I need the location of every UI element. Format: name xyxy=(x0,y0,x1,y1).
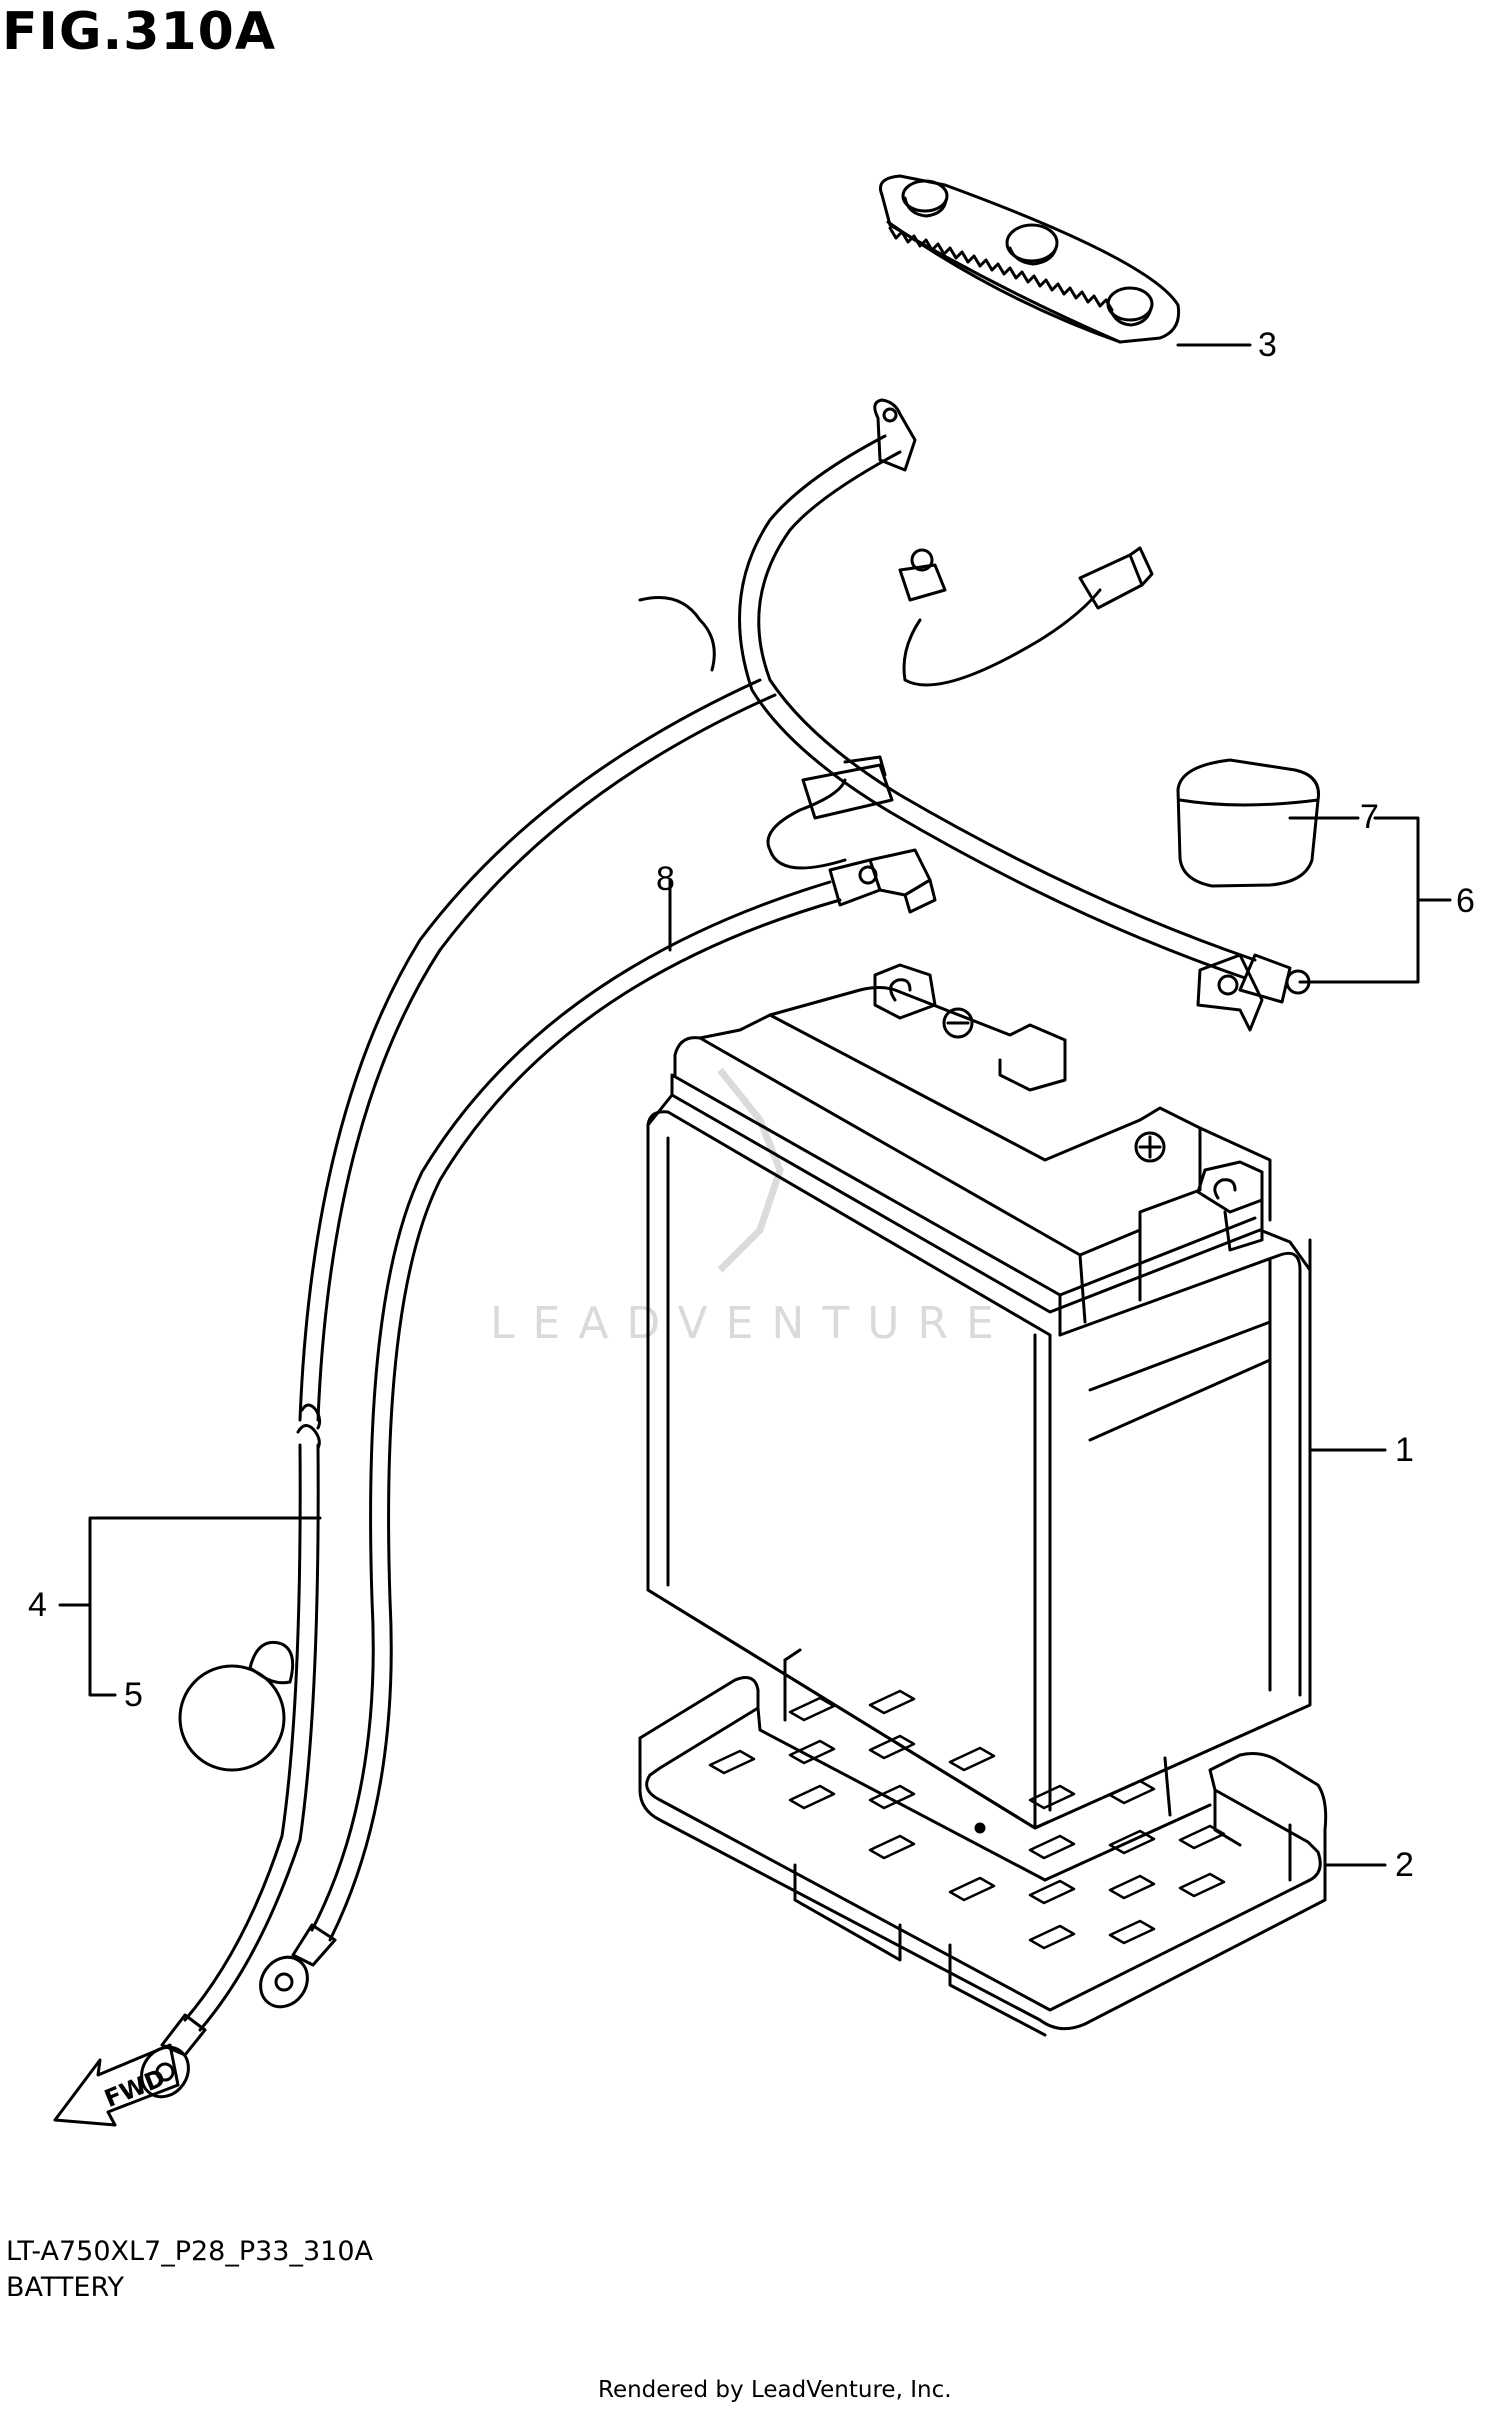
battery-cable-part-4 xyxy=(140,546,1154,2099)
callout-5[interactable]: 5 xyxy=(124,1676,143,1714)
section-title: BATTERY xyxy=(6,2272,124,2303)
callout-2[interactable]: 2 xyxy=(1395,1846,1414,1884)
battery-tray-part-2 xyxy=(638,1648,1328,2037)
terminal-boot-part-7 xyxy=(1176,758,1321,888)
leadventure-watermark: LEADVENTURE xyxy=(490,1067,1012,1349)
callout-1[interactable]: 1 xyxy=(1395,1431,1414,1469)
terminal-cover-part-3 xyxy=(879,174,1181,344)
model-code: LT-A750XL7_P28_P33_310A xyxy=(6,2236,373,2267)
battery-part-1 xyxy=(646,963,1312,1830)
battery-cable-part-8 xyxy=(259,755,937,2009)
terminal-cap-part-5 xyxy=(178,1641,295,1772)
callout-7[interactable]: 7 xyxy=(1360,798,1379,836)
watermark-text: LEADVENTURE xyxy=(490,1298,1012,1349)
callout-leaders xyxy=(58,343,1452,1867)
figure-title: FIG.310A xyxy=(2,2,277,62)
fwd-arrow-icon xyxy=(53,2043,180,2127)
callout-8[interactable]: 8 xyxy=(656,860,675,898)
rendered-by-credit: Rendered by LeadVenture, Inc. xyxy=(598,2377,952,2403)
battery-cable-part-6 xyxy=(738,398,1311,1032)
callout-6[interactable]: 6 xyxy=(1456,882,1475,920)
callout-3[interactable]: 3 xyxy=(1258,326,1277,364)
callout-4[interactable]: 4 xyxy=(28,1586,47,1624)
